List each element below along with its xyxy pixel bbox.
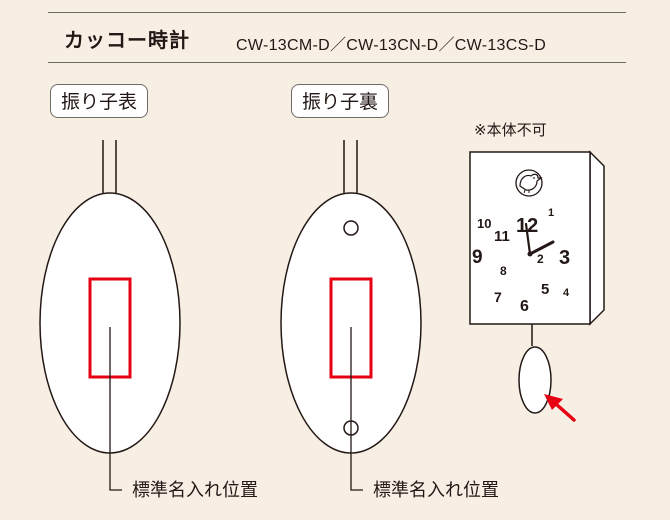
bird-icon [515,169,543,197]
pendulum-back-top-hole [343,220,359,236]
clock-hand-pivot [527,251,533,257]
body-not-allowed-note: ※本体不可 [474,121,547,139]
pendulum-back-caption: 標準名入れ位置 [373,480,499,501]
pendulum-front-leader-line [109,327,122,491]
dial-number-1: 1 [548,207,554,219]
clock-hour-hand [528,240,555,256]
pendulum-front-caption: 標準名入れ位置 [132,480,258,501]
pendulum-back-tag: 振り子裏 [291,84,390,118]
clock-pendulum-bob [518,346,552,414]
pendulum-back [280,140,422,491]
clock-minute-hand [524,222,532,256]
pendulum-front [39,140,181,491]
header-rule [48,62,626,63]
pendulum-back-leader-line [350,327,363,491]
clock-illustration: 1 2 3 4 5 6 7 8 9 10 11 12 [469,150,605,422]
red-arrow-icon [544,394,576,422]
dial-number-2: 2 [537,252,544,266]
top-rule [48,12,626,13]
dial-number-3: 3 [559,247,570,269]
model-numbers: CW-13CM-D／CW-13CN-D／CW-13CS-D [236,37,547,54]
dial-number-10: 10 [477,216,491,231]
dial-number-4: 4 [563,287,570,299]
dial-number-11: 11 [494,228,510,245]
dial-number-12: 12 [516,215,538,237]
dial-number-8: 8 [500,264,507,278]
page-title: カッコー時計 [64,28,190,52]
dial-number-5: 5 [541,281,549,298]
clock-side-panel [589,150,605,326]
dial-number-9: 9 [472,247,483,268]
dial-number-7: 7 [494,289,502,305]
pendulum-front-tag: 振り子表 [50,84,149,118]
dial-number-6: 6 [520,298,529,315]
